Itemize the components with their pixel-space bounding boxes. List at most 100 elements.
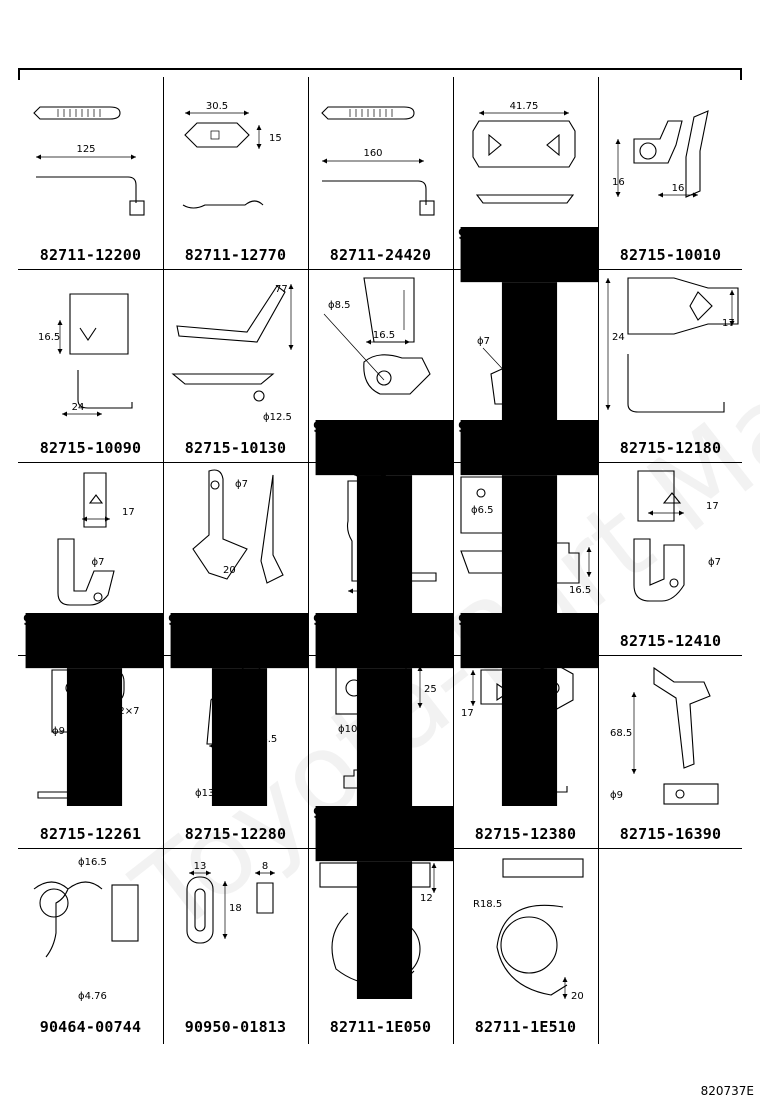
drawing-id: 820737E: [700, 1084, 754, 1098]
part-cell: 17ϕ790179-0615682715-12190: [18, 463, 164, 806]
dimension-label: ϕ7: [477, 336, 490, 347]
arrowhead: [131, 154, 136, 160]
sub-part-number: 90179-06156: [22, 613, 164, 806]
part-number[interactable]: 82715-10130: [184, 439, 287, 457]
part-number[interactable]: 82715-12380: [474, 825, 577, 843]
clip-drawing: [321, 106, 415, 120]
hole-drawing: [508, 377, 518, 387]
hole-drawing: [675, 789, 685, 799]
part-number[interactable]: 82715-10010: [619, 246, 722, 264]
part-number[interactable]: 82715-12020: [329, 439, 432, 457]
hole-drawing: [39, 888, 69, 918]
arrowhead: [470, 670, 476, 675]
part-number[interactable]: 82715-12220: [329, 632, 432, 650]
sub-part-number: 90119-06539: [457, 420, 599, 613]
arrowhead: [586, 547, 592, 552]
part-number[interactable]: 82715-12280: [184, 825, 287, 843]
frame-left-tick: [18, 68, 20, 80]
dimension-label: 125: [76, 144, 95, 155]
arrowhead: [631, 692, 637, 697]
bracket-drawing: [490, 283, 546, 405]
part-number[interactable]: 82711-12770: [184, 246, 287, 264]
part-number[interactable]: 82715-12190: [39, 632, 142, 650]
arrowhead: [185, 110, 190, 116]
grommet-drawing: [186, 876, 214, 944]
part-illustration: 16.5 24: [38, 293, 133, 417]
sub-part-number: 91611-B0816: [312, 420, 454, 613]
arrowhead: [586, 572, 592, 577]
part-number[interactable]: 82715-10090: [39, 439, 142, 457]
dimension-label: 16.5: [38, 332, 60, 343]
dimension-label: 24: [362, 595, 375, 606]
part-illustration: 30.515: [182, 101, 282, 209]
part-illustration: ϕ8.516.5: [323, 277, 431, 395]
arrowhead: [366, 339, 371, 345]
arrowhead: [222, 881, 228, 886]
bracket-side-drawing: [171, 373, 275, 385]
arrowhead: [105, 516, 110, 522]
clip-side-drawing: [111, 884, 139, 942]
dimension-label: 160: [363, 148, 382, 159]
dimension-label: ϕ7: [541, 296, 554, 307]
part-number[interactable]: 82715-12261: [39, 825, 142, 843]
arrowhead: [564, 110, 569, 116]
arrowhead: [189, 870, 194, 876]
sub-part-number: 90119-10087: [312, 613, 454, 806]
part-number[interactable]: 82711-1A150: [474, 246, 577, 264]
part-cell: ϕ72090119-0653982715-12200: [163, 463, 309, 806]
dimension-label: R18.5: [473, 899, 502, 910]
part-number[interactable]: 90464-00744: [39, 1018, 142, 1036]
column-divider: [598, 77, 599, 1044]
arrowhead: [288, 284, 294, 289]
arrowhead: [82, 516, 87, 522]
part-cell: 41.7591651-B061482711-1A150: [453, 77, 599, 420]
arrowhead: [605, 278, 611, 283]
dimension-label: 16.5: [373, 330, 395, 341]
arrowhead: [417, 666, 423, 671]
part-number[interactable]: 82715-12290: [329, 825, 432, 843]
arrowhead: [479, 110, 484, 116]
dimension-label: 24: [72, 402, 85, 413]
bracket-drawing: [206, 659, 269, 745]
part-number[interactable]: 82715-12410: [619, 632, 722, 650]
part-number[interactable]: 82711-24420: [329, 246, 432, 264]
bracket-side-drawing: [57, 538, 115, 606]
part-number[interactable]: 82711-12200: [39, 246, 142, 264]
part-number[interactable]: 82711-1E050: [329, 1018, 432, 1036]
clamp-drawing: [502, 858, 584, 878]
bracket-drawing: [176, 285, 286, 343]
arrowhead: [322, 158, 327, 164]
part-number[interactable]: 82715-12180: [619, 439, 722, 457]
arrowhead: [242, 743, 247, 749]
leader-line: [323, 313, 385, 381]
sub-part-number: 90119-06539: [167, 613, 309, 806]
dimension-label: ϕ6.5: [471, 505, 494, 516]
bracket-drawing: [637, 470, 675, 522]
part-number[interactable]: 82715-12200: [184, 632, 287, 650]
dimension-label: ϕ7: [235, 479, 248, 490]
dimension-label: ϕ9: [610, 790, 623, 801]
arrowhead: [419, 158, 424, 164]
part-number[interactable]: 82715-12150: [474, 439, 577, 457]
bracket-drawing: [335, 665, 407, 715]
part-number[interactable]: 90950-01813: [184, 1018, 287, 1036]
part-number[interactable]: 82715-16390: [619, 825, 722, 843]
dimension-label: 18: [229, 903, 242, 914]
bracket-side-drawing: [363, 354, 431, 395]
column-divider: [163, 77, 164, 1044]
part-number[interactable]: 82715-12230: [474, 632, 577, 650]
arrowhead: [648, 510, 653, 516]
arrowhead: [244, 110, 249, 116]
arrowhead: [729, 290, 735, 295]
part-number[interactable]: 82711-1E510: [474, 1018, 577, 1036]
sub-part-number: 91651-B0614: [457, 613, 599, 806]
